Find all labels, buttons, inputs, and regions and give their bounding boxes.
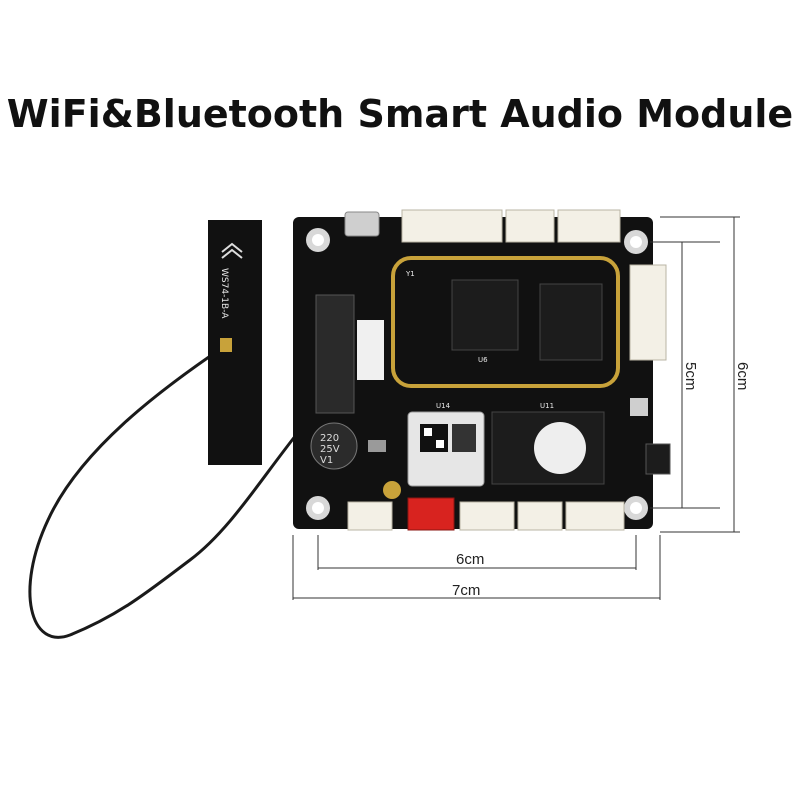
u6-label: U6 xyxy=(478,356,488,364)
connector-bottom-red xyxy=(407,497,455,531)
connector-bottom-2 xyxy=(459,501,515,531)
shield-frame xyxy=(391,256,620,388)
connector-right xyxy=(629,264,667,361)
u11-label: U11 xyxy=(540,402,554,410)
connector-bottom-3 xyxy=(517,501,563,531)
usb-connector xyxy=(344,211,380,237)
dimension-label-inner-width: 6cm xyxy=(456,551,484,568)
capacitor-line-3: V1 xyxy=(320,455,333,466)
audio-jack xyxy=(645,443,671,475)
connector-top-3 xyxy=(557,209,621,243)
connector-bottom-4 xyxy=(565,501,625,531)
push-button xyxy=(630,398,648,416)
crystal xyxy=(368,440,386,452)
wifi-module: U14 xyxy=(407,402,485,487)
connector-top-2 xyxy=(505,209,555,243)
antenna-label: WS74-1B-A xyxy=(219,268,229,319)
connector-bottom-1 xyxy=(347,501,393,531)
dimension-label-outer-width: 7cm xyxy=(452,582,480,599)
antenna-connector xyxy=(383,481,401,499)
white-pad xyxy=(357,320,384,380)
mounting-hole-bottom-right xyxy=(624,496,648,520)
page-title: WiFi&Bluetooth Smart Audio Module xyxy=(6,92,794,136)
pcb-board: U6 U14 U11 220 25V xyxy=(293,209,671,531)
connector-top-1 xyxy=(401,209,503,243)
dimension-label-inner-height: 5cm xyxy=(682,362,699,390)
antenna: WS74-1B-A xyxy=(208,220,262,465)
dimension-label-outer-height: 6cm xyxy=(734,362,751,390)
capacitor: 220 25V V1 xyxy=(310,422,358,470)
mounting-hole-top-left xyxy=(306,228,330,252)
capacitor-line-2: 25V xyxy=(320,444,340,455)
soc-chip xyxy=(451,279,519,351)
mounting-hole-bottom-left xyxy=(306,496,330,520)
u14-label: U14 xyxy=(436,402,451,410)
dimension-lines xyxy=(292,216,740,600)
mounting-hole-top-right xyxy=(624,230,648,254)
capacitor-line-1: 220 xyxy=(320,433,339,444)
antenna-cable xyxy=(28,346,302,639)
memory-chip xyxy=(539,283,603,361)
card-slot xyxy=(315,294,355,414)
sticker xyxy=(534,422,586,474)
y1-label: Y1 xyxy=(405,270,415,278)
